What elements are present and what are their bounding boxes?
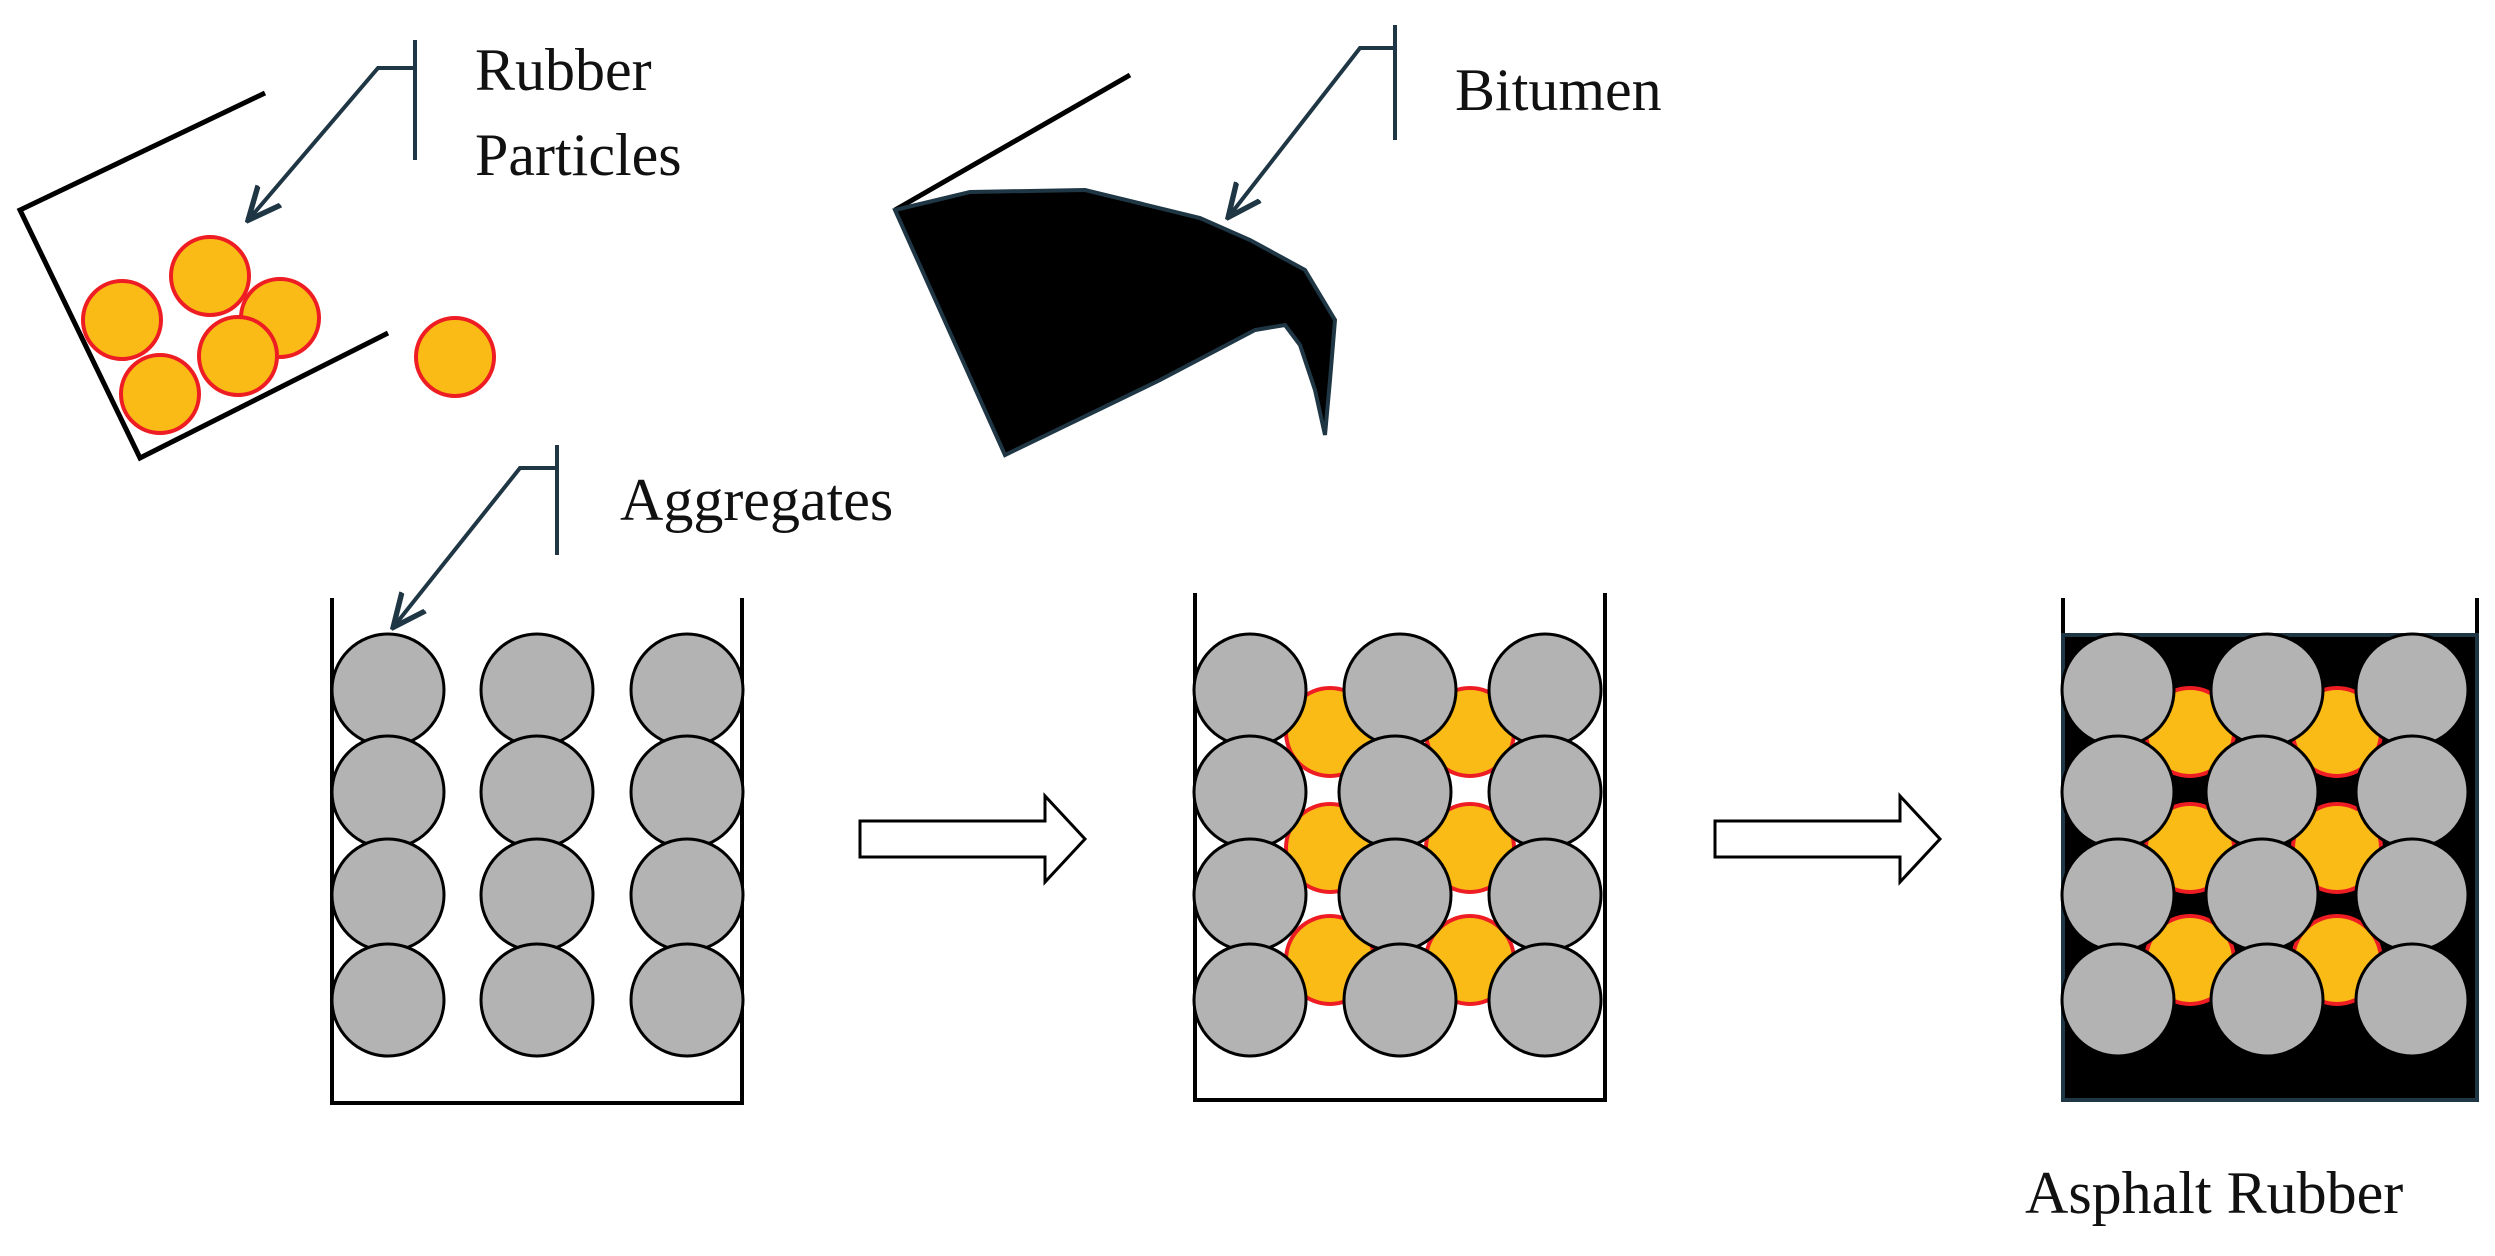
aggregate-particle (1487, 632, 1603, 748)
aggregate-particle (2354, 837, 2470, 953)
aggregate-particle (2204, 734, 2320, 850)
aggregate-particle (1342, 632, 1458, 748)
container-3-particles (2060, 632, 2470, 1058)
aggregate-particle (2204, 837, 2320, 953)
aggregates-leader (395, 445, 559, 625)
bitumen-blob (892, 187, 1338, 458)
aggregate-particle (479, 632, 595, 748)
aggregate-particle (479, 942, 595, 1058)
container-1-particles (330, 632, 745, 1058)
aggregate-particle (1192, 837, 1308, 953)
aggregate-particle (2060, 942, 2176, 1058)
aggregate-particle (1337, 734, 1453, 850)
aggregate-particle (1192, 942, 1308, 1058)
scoop-rubber-particles (81, 235, 496, 435)
aggregate-particle (2354, 632, 2470, 748)
process-arrow-1 (858, 792, 1088, 886)
aggregate-particle (330, 837, 446, 953)
container-asphalt-rubber (2060, 598, 2479, 1102)
aggregate-particle (1487, 942, 1603, 1058)
rubber-label-line2: Particles (475, 122, 682, 188)
container-mixed (1192, 593, 1607, 1102)
bitumen-pour (892, 72, 1338, 458)
aggregate-particle (330, 734, 446, 850)
aggregate-particle (629, 632, 745, 748)
rubber-leader (250, 40, 417, 218)
aggregate-particle (1192, 734, 1308, 850)
aggregate-particle (330, 632, 446, 748)
aggregate-particle (1342, 942, 1458, 1058)
container-2-particles (1192, 632, 1603, 1058)
aggregate-particle (2209, 632, 2325, 748)
aggregate-particle (479, 734, 595, 850)
aggregate-particle (479, 837, 595, 953)
bitumen-label: Bitumen (1455, 57, 1662, 123)
rubber-scoop (16, 90, 496, 462)
aggregate-particle (2060, 837, 2176, 953)
rubber-particle (197, 315, 279, 397)
aggregate-particle (1487, 837, 1603, 953)
aggregate-particle (2354, 942, 2470, 1058)
aggregate-particle (2060, 632, 2176, 748)
aggregate-particle (629, 942, 745, 1058)
rubber-particle (414, 316, 496, 398)
aggregate-particle (1487, 734, 1603, 850)
rubber-particle (119, 353, 201, 435)
bitumen-leader (1230, 25, 1397, 215)
aggregate-particle (330, 942, 446, 1058)
aggregate-particle (629, 837, 745, 953)
aggregate-particle (2354, 734, 2470, 850)
container-aggregates (330, 598, 745, 1105)
rubber-particle (169, 235, 251, 317)
asphalt-rubber-label: Asphalt Rubber (2025, 1160, 2404, 1226)
aggregate-particle (1192, 632, 1308, 748)
aggregate-particle (629, 734, 745, 850)
bitumen-scoop-edge (893, 72, 1132, 213)
process-arrow-2 (1713, 792, 1943, 886)
aggregate-particle (2060, 734, 2176, 850)
aggregate-particle (2209, 942, 2325, 1058)
rubber-label-line1: Rubber (475, 37, 652, 103)
aggregate-particle (1337, 837, 1453, 953)
scoop-outline (16, 90, 390, 462)
rubber-particle (81, 279, 163, 361)
aggregates-label: Aggregates (620, 467, 894, 533)
